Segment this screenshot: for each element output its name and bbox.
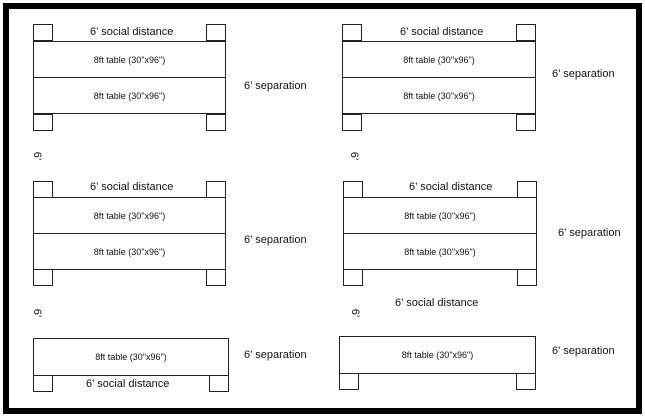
gap-label: 6’ xyxy=(31,308,43,318)
gap-label: 6’ xyxy=(349,308,361,318)
chair xyxy=(343,269,363,286)
chair xyxy=(517,269,537,286)
table: 8ft table (30"x96") xyxy=(33,77,226,114)
chair xyxy=(33,114,53,131)
gap-label: 6’ xyxy=(31,151,43,161)
chair xyxy=(516,24,536,41)
gap-label: 6’ xyxy=(348,151,360,161)
table-label: 8ft table (30"x96") xyxy=(403,54,475,65)
table: 8ft table (30"x96") xyxy=(33,233,226,270)
chair xyxy=(342,24,362,41)
table: 8ft table (30"x96") xyxy=(33,338,229,376)
chair xyxy=(209,375,229,392)
separation-label: 6’ separation xyxy=(244,349,307,361)
social-distance-label: 6’ social distance xyxy=(86,378,170,390)
table-label: 8ft table (30"x96") xyxy=(93,246,166,257)
table-label: 8ft table (30"x96") xyxy=(93,90,166,101)
chair xyxy=(206,181,226,198)
chair xyxy=(206,114,226,131)
separation-label: 6’ separation xyxy=(558,227,621,239)
table-label: 8ft table (30"x96") xyxy=(404,210,476,221)
table: 8ft table (30"x96") xyxy=(342,41,536,78)
chair xyxy=(206,269,226,286)
chair xyxy=(342,114,362,131)
separation-label: 6’ separation xyxy=(552,345,615,357)
separation-label: 6’ separation xyxy=(552,68,615,80)
table-label: 8ft table (30"x96") xyxy=(93,54,166,65)
chair xyxy=(343,181,363,198)
separation-label: 6’ separation xyxy=(244,234,307,246)
social-distance-label: 6’ social distance xyxy=(400,26,484,38)
social-distance-label: 6’ social distance xyxy=(409,181,493,193)
table: 8ft table (30"x96") xyxy=(339,336,536,374)
chair xyxy=(517,181,537,198)
table: 8ft table (30"x96") xyxy=(342,77,536,114)
social-distance-label: 6’ social distance xyxy=(90,26,174,38)
chair xyxy=(33,269,53,286)
table-label: 8ft table (30"x96") xyxy=(95,352,167,362)
table-label: 8ft table (30"x96") xyxy=(404,246,476,257)
social-distance-label: 6’ social distance xyxy=(90,181,174,193)
chair xyxy=(33,375,53,392)
chair xyxy=(33,181,53,198)
chair xyxy=(516,114,536,131)
table-label: 8ft table (30"x96") xyxy=(403,90,475,101)
table-label: 8ft table (30"x96") xyxy=(93,210,166,221)
table-label: 8ft table (30"x96") xyxy=(401,350,474,360)
chair xyxy=(339,373,359,390)
chair xyxy=(206,24,226,41)
chair xyxy=(516,373,536,390)
table: 8ft table (30"x96") xyxy=(33,41,226,78)
table: 8ft table (30"x96") xyxy=(343,233,537,270)
table: 8ft table (30"x96") xyxy=(343,197,537,234)
separation-label: 6’ separation xyxy=(244,80,307,92)
social-distance-label: 6’ social distance xyxy=(395,297,479,309)
table: 8ft table (30"x96") xyxy=(33,197,226,234)
chair xyxy=(33,24,53,41)
